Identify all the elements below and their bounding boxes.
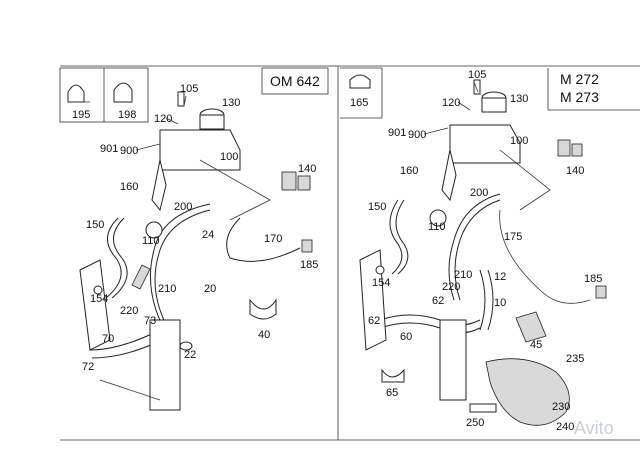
connector-185 (301, 239, 313, 253)
part-label: 900 (120, 145, 138, 157)
hose-150 (111, 217, 128, 299)
hose-175 (499, 209, 591, 304)
part-label: 60 (400, 331, 412, 343)
part-label: 100 (510, 135, 528, 147)
part-label: 230 (552, 401, 570, 413)
shield-45 (515, 311, 547, 343)
part-label: 901 (388, 127, 406, 139)
hose-150 (105, 217, 122, 299)
part-label: 185 (300, 259, 318, 271)
engine-code: OM 642 (270, 73, 320, 89)
part-label: 20 (204, 283, 216, 295)
cap-110 (145, 221, 163, 239)
hose-200 (448, 193, 501, 301)
part-label: 901 (100, 143, 118, 155)
part-label: 185 (584, 273, 602, 285)
part-label: 40 (258, 329, 270, 341)
left-thumbnail-box (59, 67, 149, 123)
vent-line (499, 149, 551, 211)
ring-154 (375, 265, 385, 275)
part-label: 45 (530, 339, 542, 351)
part-label: 62 (368, 315, 380, 327)
part-label: 154 (90, 293, 108, 305)
part-label: 100 (220, 151, 238, 163)
vent-line (199, 159, 271, 221)
hose-10 (479, 269, 486, 331)
part-label: 110 (428, 221, 446, 233)
part-label: 105 (468, 69, 486, 81)
hose-200 (454, 199, 501, 301)
part-label: 130 (510, 93, 528, 105)
engine-code: M 272 (560, 71, 599, 87)
part-label: 65 (386, 387, 398, 399)
thumb-label: 198 (118, 109, 136, 121)
sensor-140 (557, 139, 583, 157)
part-label: 240 (556, 421, 574, 433)
part-label: 150 (368, 201, 386, 213)
radiator (79, 259, 181, 411)
water-pump-housing (469, 358, 570, 426)
part-label: 120 (154, 113, 172, 125)
part-label: 22 (184, 349, 196, 361)
clamp-icon (67, 84, 85, 103)
part-label: 220 (442, 281, 460, 293)
part-label: 24 (202, 229, 214, 241)
part-label: 150 (86, 219, 104, 231)
part-label: 154 (372, 277, 390, 289)
part-label: 900 (408, 129, 426, 141)
hose-10 (487, 269, 494, 331)
part-label: 200 (470, 187, 488, 199)
part-label: 72 (82, 361, 94, 373)
thumb-label: 165 (350, 97, 368, 109)
clip-65 (381, 368, 405, 383)
part-label: 140 (566, 165, 584, 177)
engine-code-box (261, 67, 329, 95)
part-label: 210 (454, 269, 472, 281)
part-label: 160 (400, 165, 418, 177)
radiator (359, 249, 467, 401)
clamp-icon (349, 74, 371, 89)
part-label: 110 (142, 235, 160, 247)
part-label: 210 (158, 283, 176, 295)
clamp-icon (113, 82, 133, 103)
cap-110 (429, 209, 447, 227)
part-label: 220 (120, 305, 138, 317)
hose-150 (389, 199, 403, 275)
clip-40 (249, 298, 277, 320)
part-label: 70 (102, 333, 114, 345)
part-label: 12 (494, 271, 506, 283)
watermark: Avito (574, 418, 614, 438)
engine-code-box (547, 68, 640, 111)
expansion-tank (151, 91, 241, 212)
hose-170 (226, 217, 301, 262)
part-label: 235 (566, 353, 584, 365)
thumb-label: 195 (72, 109, 90, 121)
hose-150 (395, 199, 409, 275)
part-label: 62 (432, 295, 444, 307)
expansion-tank (441, 79, 521, 202)
sensor-140 (281, 171, 311, 191)
part-label: 170 (264, 233, 282, 245)
part-label: 73 (144, 315, 156, 327)
part-label: 130 (222, 97, 240, 109)
part-label: 160 (120, 181, 138, 193)
part-label: 140 (298, 163, 316, 175)
part-label: 200 (174, 201, 192, 213)
part-label: 250 (466, 417, 484, 429)
connector-185 (595, 285, 607, 299)
part-label: 105 (180, 83, 198, 95)
pump (131, 264, 193, 351)
right-thumbnail-box (340, 67, 383, 119)
part-label: 175 (504, 231, 522, 243)
engine-code: M 273 (560, 89, 599, 105)
ring-154 (93, 285, 103, 295)
part-label: 10 (494, 297, 506, 309)
part-label: 120 (442, 97, 460, 109)
